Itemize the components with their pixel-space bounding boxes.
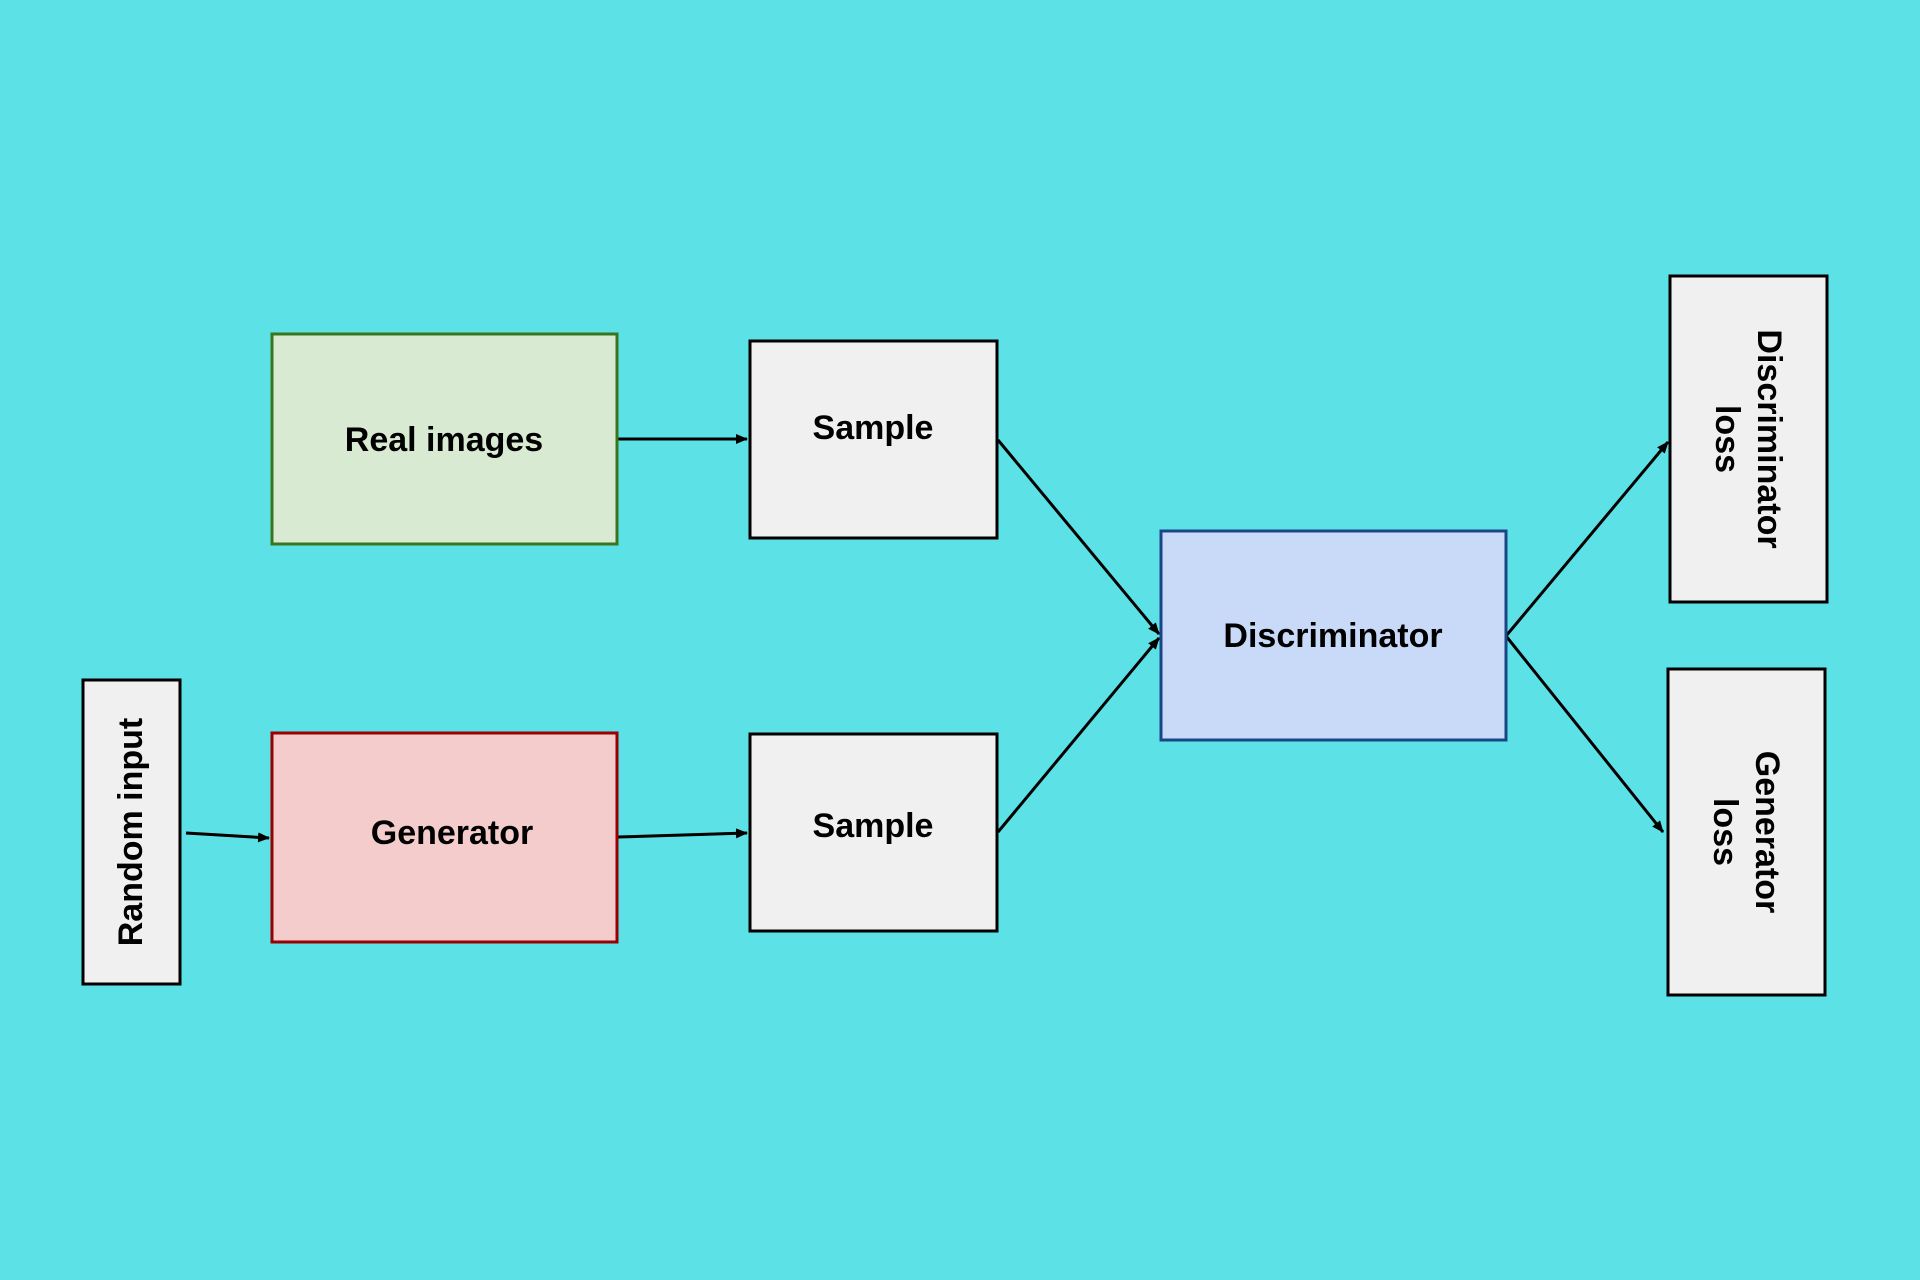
node-generator: Generator [270, 731, 619, 944]
node-sample-fake: Sample [748, 732, 999, 933]
node-real-images: Real images [270, 332, 619, 546]
edge-sample-real-to-discriminator [996, 439, 1161, 635]
edges [185, 434, 1670, 843]
node-real-images-box [270, 332, 619, 546]
node-sample-fake-box [748, 732, 999, 933]
node-generator-loss-box [1666, 667, 1827, 997]
node-discriminator-loss-box [1668, 274, 1829, 604]
node-discriminator-loss-label-line2: loss [1708, 405, 1746, 473]
node-random-input: Random input [81, 678, 182, 986]
edge-generator-to-sample [617, 828, 748, 839]
node-generator-loss-label-line1: Generator [1748, 751, 1786, 914]
edge-discriminator-to-generator-loss [1504, 635, 1665, 833]
node-discriminator-label: Discriminator [1223, 617, 1442, 655]
node-sample-real: Sample [748, 339, 999, 540]
edge-discriminator-to-discriminator-loss [1504, 441, 1670, 637]
node-random-input-box [81, 678, 182, 986]
node-sample-real-box [748, 339, 999, 540]
node-random-input-label: Random input [112, 718, 150, 947]
node-discriminator-box [1159, 529, 1508, 742]
node-generator-loss: Generator loss [1666, 667, 1827, 997]
edge-random-input-to-generator [185, 831, 270, 843]
node-discriminator-loss: Discriminator loss [1668, 274, 1829, 604]
node-sample-real-label: Sample [813, 409, 934, 447]
node-generator-label: Generator [371, 814, 534, 852]
node-generator-loss-label-line2: loss [1706, 798, 1744, 866]
edge-sample-fake-to-discriminator [996, 637, 1161, 833]
node-sample-fake-label: Sample [813, 807, 934, 845]
node-real-images-label: Real images [345, 421, 543, 459]
node-generator-box [270, 731, 619, 944]
node-discriminator: Discriminator [1159, 529, 1508, 742]
node-discriminator-loss-label-line1: Discriminator [1750, 329, 1788, 548]
